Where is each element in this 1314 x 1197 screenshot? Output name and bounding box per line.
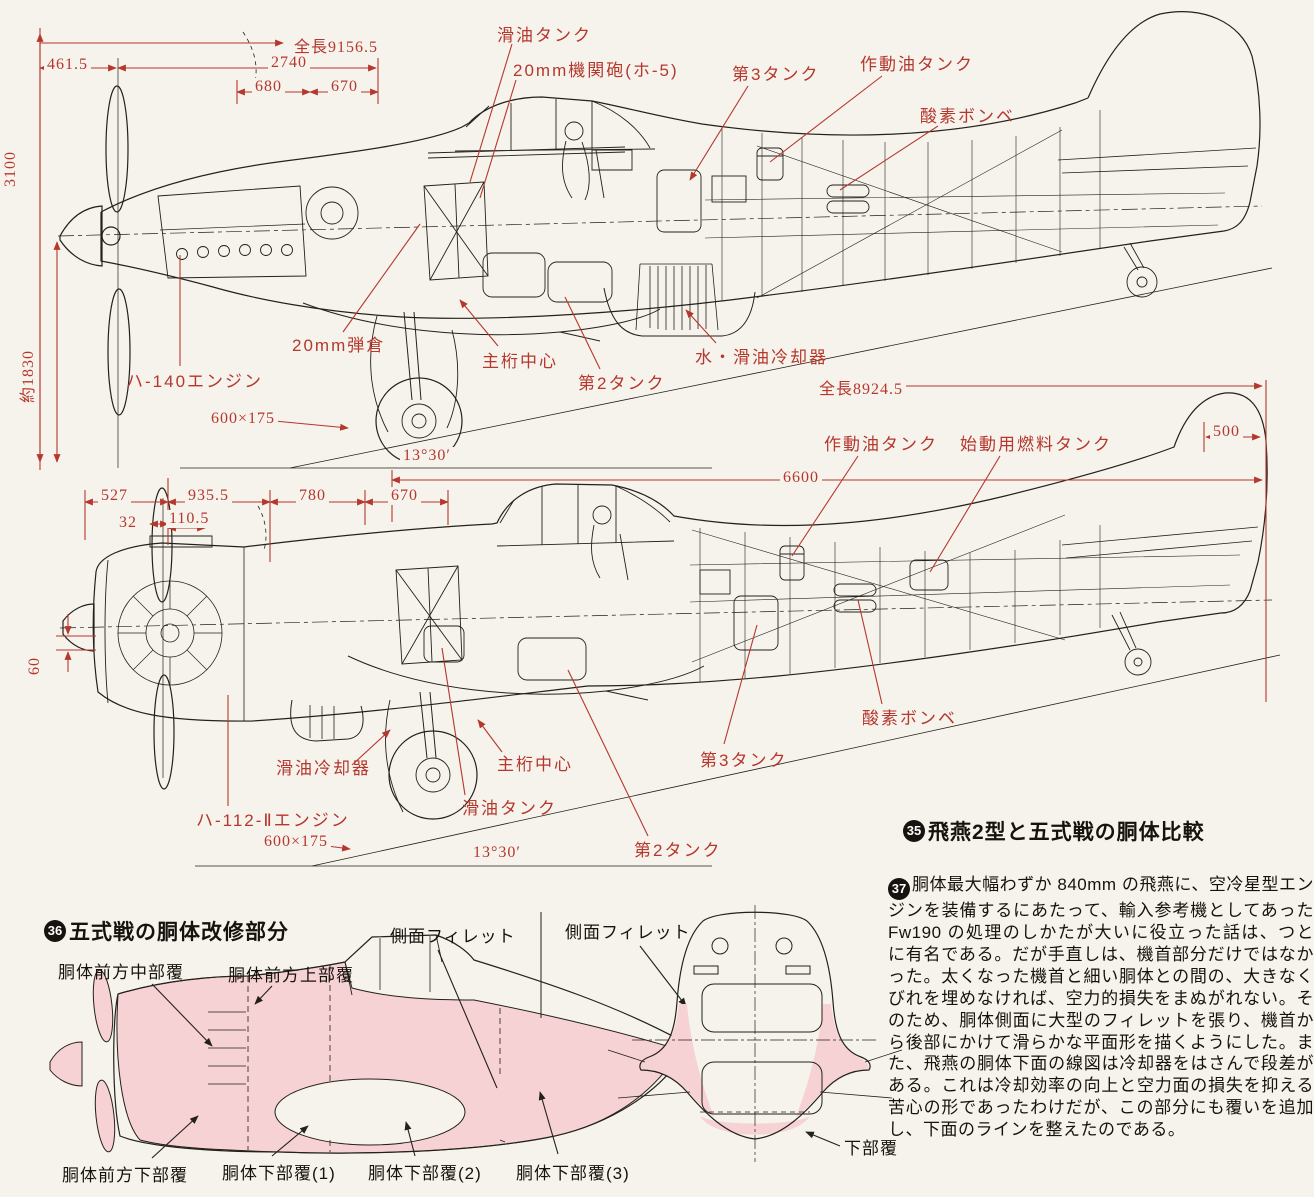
dim-500: 500 <box>1210 423 1243 441</box>
dim-670-hien: 670 <box>328 78 361 96</box>
label-front-lower-cover: 胴体前方下部覆 <box>62 1166 188 1185</box>
dim-prop-1830: 約1830 <box>14 346 38 406</box>
dim-32: 32 <box>116 514 140 532</box>
dim-overall-length-goshiki: 全長8924.5 <box>816 375 907 399</box>
dim-angle-hien: 13°30′ <box>400 447 454 465</box>
label-starter-fuel-tank: 始動用燃料タンク <box>960 435 1112 454</box>
dim-2740: 2740 <box>268 54 310 72</box>
label-oil-cooler-goshiki: 滑油冷却器 <box>276 759 371 778</box>
label-tank3-hien: 第3タンク <box>732 65 820 84</box>
dim-height-3100: 3100 <box>2 148 20 190</box>
dim-angle-goshiki: 13°30′ <box>470 844 524 862</box>
dim-110-5: 110.5 <box>166 510 213 528</box>
red-dimension-lines <box>36 28 1267 852</box>
goshikisen-cutaway-drawing <box>59 392 1281 867</box>
label-water-oil-cooler: 水・滑油冷却器 <box>695 348 828 367</box>
fig36-caption: 36 五式戦の胴体改修部分 <box>44 916 289 946</box>
label-oxygen-goshiki: 酸素ボンベ <box>862 709 957 728</box>
label-oil-tank-hien: 滑油タンク <box>497 26 592 45</box>
dim-tire-goshiki: 600×175 <box>261 833 332 851</box>
dim-670-goshiki: 670 <box>388 487 421 505</box>
fig35-number-badge: 35 <box>903 820 925 842</box>
dim-527: 527 <box>98 487 131 505</box>
fig36-cross-section <box>607 905 903 1162</box>
label-hydraulic-tank-goshiki: 作動油タンク <box>824 435 938 454</box>
label-side-fillet-1: 側面フィレット <box>390 927 516 946</box>
fig36-side-view <box>49 912 687 1159</box>
label-oil-tank-goshiki: 滑油タンク <box>462 799 557 818</box>
dim-overall-length-hien: 全長9156.5 <box>291 33 382 57</box>
label-spar-center-hien: 主桁中心 <box>482 352 558 371</box>
dim-tire-hien: 600×175 <box>208 410 279 428</box>
label-lower-cover-1: 胴体下部覆(1) <box>222 1164 336 1183</box>
label-tank2-goshiki: 第2タンク <box>634 841 722 860</box>
label-lower-cover: 下部覆 <box>844 1139 898 1158</box>
label-20mm-cannon: 20mm機関砲(ホ-5) <box>513 61 679 80</box>
label-front-upper-cover: 胴体前方上部覆 <box>228 966 354 985</box>
label-ha140-engine: ハ-140エンジン <box>126 372 264 391</box>
dim-6600: 6600 <box>780 469 822 487</box>
label-side-fillet-2: 側面フィレット <box>565 923 691 942</box>
fig37-number-badge: 37 <box>888 878 910 900</box>
label-lower-cover-3: 胴体下部覆(3) <box>516 1164 630 1183</box>
label-ha112-engine: ハ-112-Ⅱエンジン <box>196 811 350 830</box>
label-spar-center-goshiki: 主桁中心 <box>497 755 573 774</box>
fig35-caption-text: 飛燕2型と五式戦の胴体比較 <box>928 821 1205 844</box>
fig36-caption-text: 五式戦の胴体改修部分 <box>69 921 289 944</box>
label-oxygen-hien: 酸素ボンベ <box>920 107 1015 126</box>
dim-780: 780 <box>296 487 329 505</box>
label-front-mid-cover: 胴体前方中部覆 <box>58 963 184 982</box>
dim-461-5: 461.5 <box>44 56 91 74</box>
fig37-text: 胴体最大幅わずか 840mm の飛燕に、空冷星型エンジンを装備するにあたって、輸… <box>888 875 1314 1140</box>
label-lower-cover-2: 胴体下部覆(2) <box>368 1164 482 1183</box>
hien-cutaway-drawing <box>57 11 1273 469</box>
dim-60: 60 <box>26 654 44 678</box>
dim-935-5: 935.5 <box>185 487 232 505</box>
label-tank3-goshiki: 第3タンク <box>700 751 788 770</box>
label-hydraulic-tank-hien: 作動油タンク <box>860 55 974 74</box>
fig36-number-badge: 36 <box>44 920 66 942</box>
label-20mm-magazine: 20mm弾倉 <box>292 336 386 355</box>
label-tank2-hien: 第2タンク <box>578 374 666 393</box>
dim-680: 680 <box>252 78 285 96</box>
fig35-caption: 35 飛燕2型と五式戦の胴体比較 <box>903 816 1205 846</box>
